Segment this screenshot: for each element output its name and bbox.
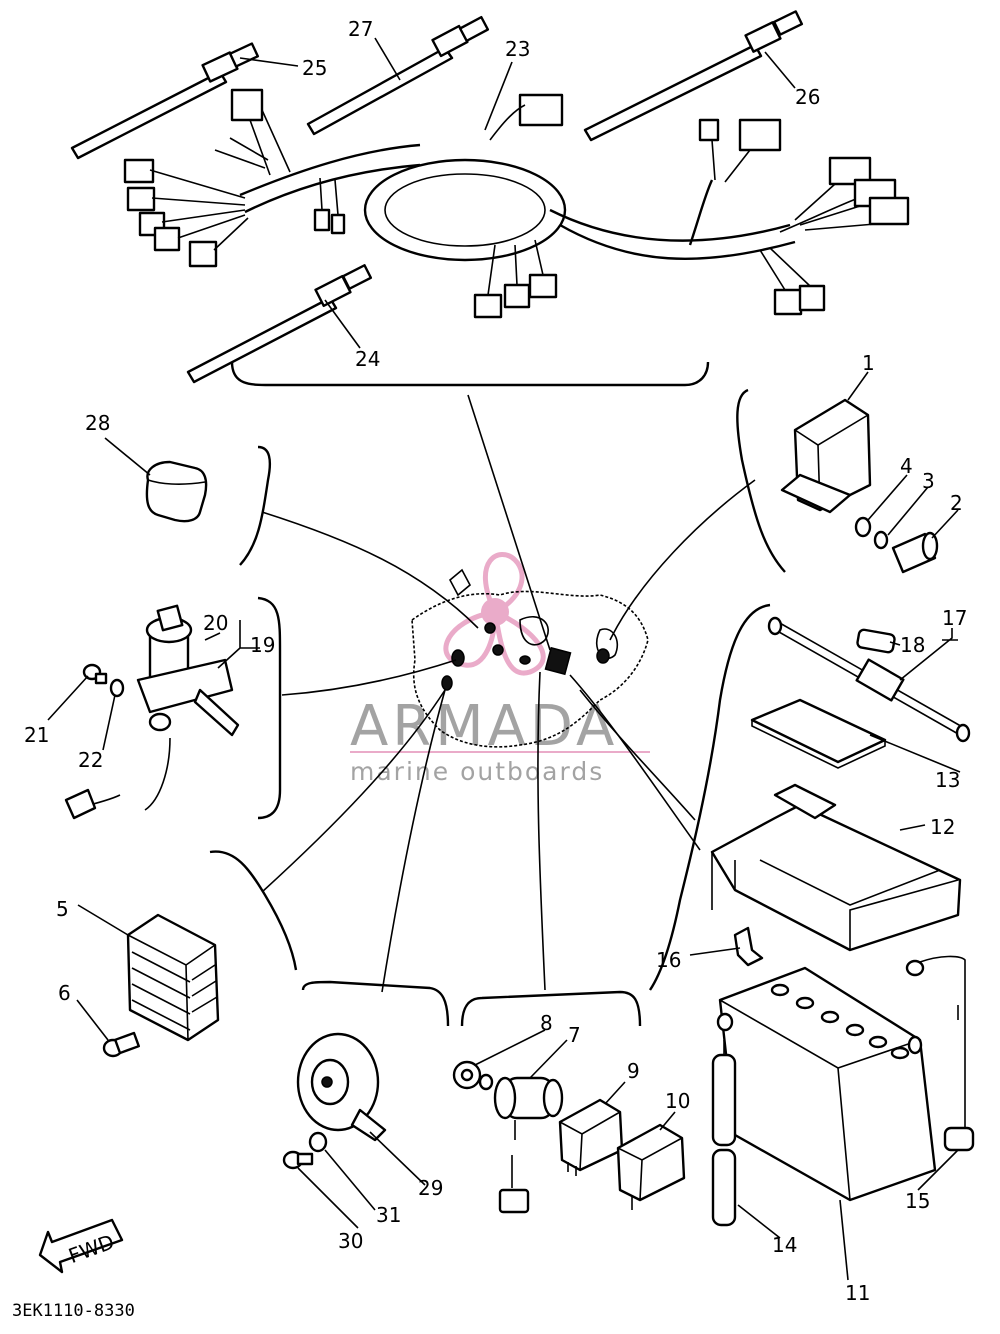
part-28-cap — [145, 460, 208, 523]
group-leader-lines — [261, 394, 756, 993]
bracket-battery-group — [649, 603, 771, 991]
callout-5: 5 — [56, 897, 69, 921]
part-7-starter-relay — [493, 1076, 564, 1214]
callout-7: 7 — [568, 1023, 581, 1047]
part-3-washer — [873, 530, 889, 550]
part-11-battery — [716, 966, 937, 1202]
callout-31: 31 — [376, 1203, 401, 1227]
part-15-battery-cable — [905, 955, 975, 1152]
callout-20: 20 — [203, 611, 228, 635]
callout-8: 8 — [540, 1011, 553, 1035]
callout-21: 21 — [24, 723, 49, 747]
fwd-arrow-icon[interactable]: FWD — [38, 1218, 124, 1274]
harness-right-connectors — [688, 118, 910, 316]
callout-25: 25 — [302, 56, 327, 80]
vehicle-location-sketch — [411, 568, 649, 748]
callout-3: 3 — [922, 469, 935, 493]
bracket-28 — [239, 445, 272, 566]
callout-10: 10 — [665, 1089, 690, 1113]
armada-watermark: ARMADA marine outboards — [350, 552, 650, 786]
harness-middle-connectors — [473, 93, 564, 319]
part-1-unit — [780, 398, 872, 514]
diagram-code: 3EK1110-8330 — [12, 1301, 135, 1321]
part-31-washer — [308, 1131, 328, 1153]
part-16-clip — [733, 926, 764, 967]
callout-17: 17 — [942, 606, 967, 630]
part-4-washer — [854, 516, 872, 538]
callout-2: 2 — [950, 491, 963, 515]
callout-24: 24 — [355, 347, 380, 371]
callout-leaders — [47, 37, 961, 1281]
callout-30: 30 — [338, 1229, 363, 1253]
watermark-tagline: marine outboards — [350, 757, 604, 786]
bracket-19-group — [257, 596, 282, 820]
part-5-rectifier — [126, 913, 220, 1042]
part-17-fuse-holder — [767, 616, 971, 743]
part-19-main-switch — [64, 604, 240, 820]
harness-group-bracket — [230, 361, 710, 387]
callout-11: 11 — [845, 1281, 870, 1305]
callout-22: 22 — [78, 748, 103, 772]
callout-15: 15 — [905, 1189, 930, 1213]
cable-tie-24 — [186, 264, 373, 384]
cable-tie-25 — [70, 42, 260, 160]
callout-27: 27 — [348, 17, 373, 41]
part-14-breather-pipe — [711, 1040, 737, 1227]
bracket-1-group — [736, 388, 786, 573]
part-21-screw — [82, 663, 108, 685]
callout-9: 9 — [627, 1059, 640, 1083]
cable-tie-26 — [583, 10, 804, 142]
part-22-washer — [109, 678, 125, 698]
part-12-battery-cover — [710, 783, 962, 952]
callout-4: 4 — [900, 454, 913, 478]
callout-26: 26 — [795, 85, 820, 109]
bracket-relay-group — [460, 990, 642, 1027]
part-18-fuse — [856, 628, 896, 654]
part-8-nut — [452, 1060, 494, 1091]
callout-labels: 1 2 3 4 5 6 7 8 9 10 11 12 13 14 15 16 1… — [24, 17, 967, 1305]
part-13-sheet — [750, 698, 887, 769]
part-29-horn — [296, 1032, 387, 1142]
cable-tie-27 — [306, 15, 490, 136]
callout-1: 1 — [862, 351, 875, 375]
callout-19: 19 — [250, 633, 275, 657]
callout-18: 18 — [900, 633, 925, 657]
bracket-5-group — [209, 850, 298, 971]
part-2-bolt — [891, 531, 939, 574]
part-30-screw — [282, 1150, 314, 1170]
bracket-horn-group — [301, 980, 450, 1027]
part-6-bolt — [102, 1031, 140, 1058]
callout-29: 29 — [418, 1176, 443, 1200]
part-9-relay — [558, 1098, 624, 1176]
wire-harness — [123, 88, 910, 319]
callout-13: 13 — [935, 768, 960, 792]
callout-12: 12 — [930, 815, 955, 839]
callout-14: 14 — [772, 1233, 797, 1257]
callout-16: 16 — [656, 948, 681, 972]
part-10-relay — [616, 1123, 686, 1210]
propeller-logo-icon — [443, 552, 546, 676]
watermark-brand: ARMADA — [350, 694, 618, 759]
callout-23: 23 — [505, 37, 530, 61]
callout-28: 28 — [85, 411, 110, 435]
callout-6: 6 — [58, 981, 71, 1005]
harness-left-connectors — [123, 88, 346, 268]
